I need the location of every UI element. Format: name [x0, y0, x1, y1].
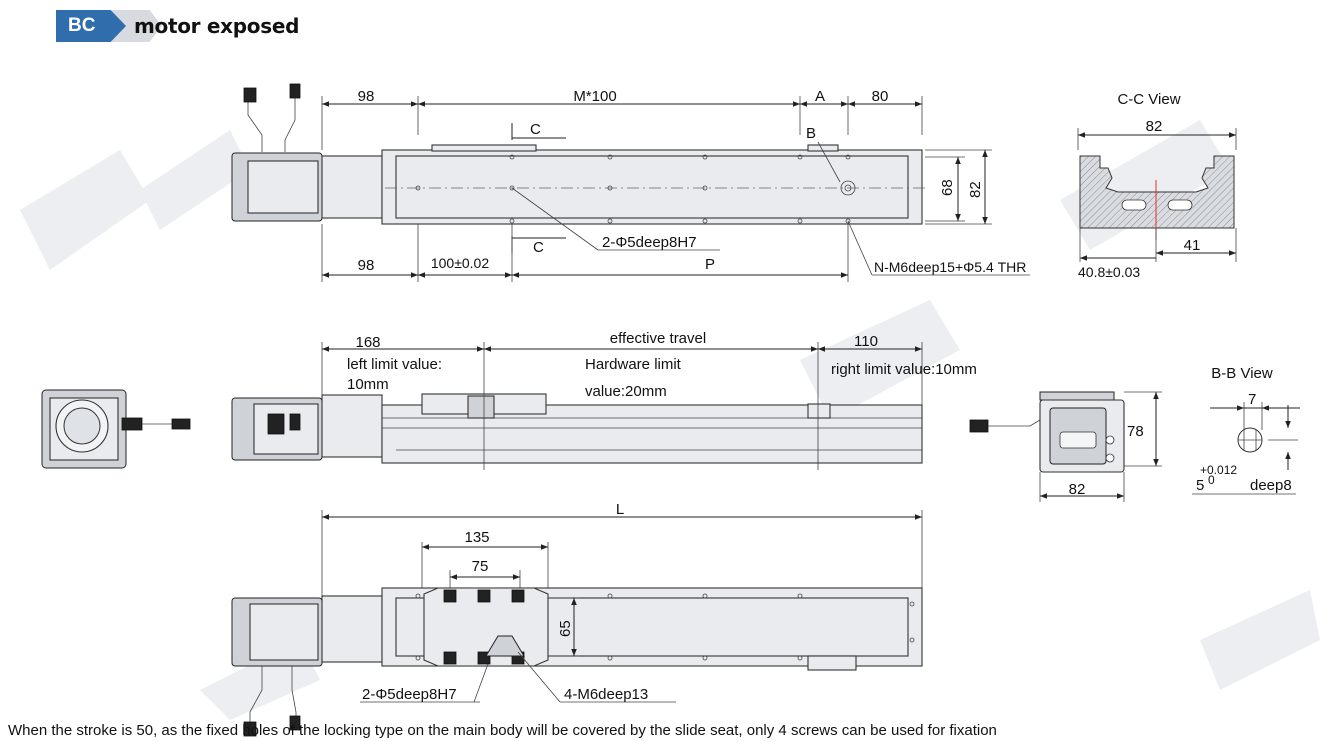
dim-98-left: 98 — [358, 88, 375, 105]
section-b: B — [806, 125, 816, 142]
side-view: 168 left limit value: 10mm effective tra… — [231, 330, 977, 470]
bb-dim-5: 5 — [1196, 477, 1204, 494]
motor-cable — [247, 95, 263, 152]
bb-tolerance-zero: 0 — [1208, 473, 1215, 487]
right-limit: right limit value:10mm — [831, 361, 977, 378]
motor-coupling — [321, 155, 383, 219]
dim-80: 80 — [872, 88, 889, 105]
bb-tolerance: +0.012 — [1200, 463, 1237, 477]
dim-168: 168 — [355, 334, 380, 351]
dim-75: 75 — [472, 558, 489, 575]
bottom-view: L 135 75 — [231, 501, 923, 737]
callout-holes-top: 2-Φ5deep8H7 — [602, 234, 697, 251]
mounting-holes — [415, 154, 856, 224]
callout-thread-bottom: 4-M6deep13 — [564, 686, 648, 703]
motor-cable — [284, 95, 296, 152]
motor-shell — [247, 160, 319, 214]
left-end-view — [41, 389, 191, 469]
connector-icon — [243, 87, 257, 103]
dim-135: 135 — [464, 529, 489, 546]
dim-98-bottom: 98 — [358, 257, 375, 274]
hardware-limit-line1: Hardware limit — [585, 356, 682, 373]
dim-l: L — [616, 501, 624, 518]
bb-deep: deep8 — [1250, 477, 1292, 494]
coupling-side — [321, 394, 383, 458]
hardware-limit-line2: value:20mm — [585, 383, 667, 400]
dim-p: P — [705, 256, 715, 273]
connector-icon — [969, 419, 989, 433]
cc-profile-section — [1079, 155, 1235, 229]
connector-icon — [243, 721, 257, 737]
bb-dim-7: 7 — [1248, 391, 1256, 408]
end-plate — [807, 144, 839, 152]
dim-110: 110 — [854, 333, 878, 350]
cc-dim-82: 82 — [1146, 118, 1163, 135]
effective-travel: effective travel — [610, 330, 706, 347]
dim-78: 78 — [1127, 423, 1144, 440]
top-view: 98 M*100 A 80 C C B 68 82 2-Φ5deep8H7 98 — [231, 83, 1030, 282]
section-c-top: C — [530, 121, 541, 138]
connector-icon — [289, 715, 301, 731]
connector-icon — [289, 83, 301, 99]
callout-thread-top: N-M6deep15+Φ5.4 THR — [874, 259, 1026, 275]
connector-icon — [171, 418, 191, 430]
section-badge: BC — [56, 10, 126, 42]
section-header: BC motor exposed — [56, 8, 396, 44]
dim-68: 68 — [939, 179, 956, 196]
dim-100-tolerance: 100±0.02 — [431, 255, 490, 271]
cc-dim-41: 41 — [1184, 237, 1201, 254]
section-c-bottom: C — [533, 239, 544, 256]
dim-82-side: 82 — [1069, 481, 1086, 498]
section-title: motor exposed — [134, 14, 300, 38]
left-limit-line1: left limit value: — [347, 356, 442, 373]
slider-top-edge — [431, 144, 537, 152]
cc-dim-40-8: 40.8±0.03 — [1078, 264, 1140, 280]
bb-view-title: B-B View — [1211, 365, 1273, 382]
dim-a: A — [815, 88, 825, 105]
callout-holes-bottom: 2-Φ5deep8H7 — [362, 686, 457, 703]
cc-view: C-C View 82 41 40.8±0.03 — [1077, 91, 1237, 280]
dim-m100: M*100 — [573, 88, 616, 105]
actuator-rail — [395, 155, 909, 219]
left-limit-line2: 10mm — [347, 376, 389, 393]
dim-65: 65 — [557, 620, 574, 637]
dim-82-top: 82 — [967, 181, 984, 198]
footnote: When the stroke is 50, as the fixed hole… — [8, 722, 997, 739]
cc-view-title: C-C View — [1117, 91, 1180, 108]
bb-view: B-B View 7 +0.012 0 5 deep8 — [1192, 365, 1300, 495]
right-end-view: 78 82 — [969, 391, 1162, 502]
